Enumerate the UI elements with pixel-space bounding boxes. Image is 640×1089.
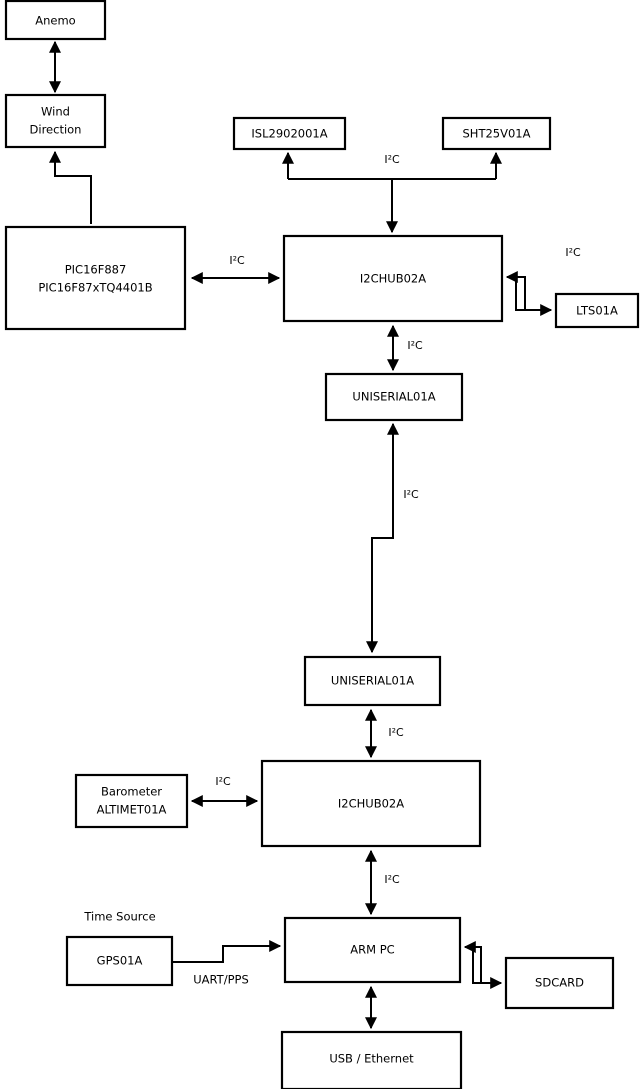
block-uniserial01a-top[interactable]: UNISERIAL01A [324, 372, 464, 422]
block-i2chub02a-top[interactable]: I2CHUB02A [282, 234, 504, 323]
block-label-pic-line2: PIC16F87xTQ4401B [38, 281, 152, 295]
block-label-usbeth: USB / Ethernet [329, 1052, 414, 1066]
block-sht25v01a[interactable]: SHT25V01A [441, 116, 552, 151]
edge-labels-layer: I²C I²C I²C I²C I²C I²C I²C I²C [215, 153, 581, 886]
connector-uni2-uni1 [366, 422, 399, 654]
blocks-layer: Anemo Wind Direction PIC16F887 PIC16F87x… [4, 0, 640, 1089]
block-label-anemo: Anemo [35, 14, 75, 28]
block-label-hub1: I2CHUB02A [360, 272, 426, 286]
block-label-baro-line2: ALTIMET01A [97, 803, 167, 817]
block-i2chub02a-bottom[interactable]: I2CHUB02A [260, 759, 482, 848]
block-label-sdcard: SDCARD [535, 976, 584, 990]
connections-layer [49, 40, 553, 1030]
block-usb-ethernet[interactable]: USB / Ethernet [280, 1030, 463, 1089]
block-lts01a[interactable]: LTS01A [554, 292, 640, 329]
free-labels-layer: Time Source UART/PPS [83, 910, 248, 987]
block-label-uni2: UNISERIAL01A [331, 674, 414, 688]
block-label-gps: GPS01A [97, 954, 143, 968]
label-uart-pps: UART/PPS [193, 973, 249, 987]
connector-pic-wind [49, 150, 92, 224]
connector-hub1-lts [507, 276, 553, 316]
edge-label-i2c-hub2-arm: I²C [384, 873, 400, 886]
block-arm-pc[interactable]: ARM PC [283, 916, 462, 984]
block-label-baro-line1: Barometer [101, 785, 162, 799]
edge-label-i2c-top-bus: I²C [384, 153, 400, 166]
block-wind-direction[interactable]: Wind Direction [4, 93, 107, 149]
block-isl2902001a[interactable]: ISL2902001A [232, 116, 347, 151]
block-uniserial01a-bottom[interactable]: UNISERIAL01A [303, 655, 442, 707]
block-label-wind-line1: Wind [41, 105, 70, 119]
edge-label-i2c-uni2-hub2: I²C [388, 726, 404, 739]
edge-label-i2c-baro-hub2: I²C [215, 775, 231, 788]
connector-armpc-sdcard [465, 946, 503, 989]
block-anemo[interactable]: Anemo [4, 0, 107, 41]
block-label-wind-line2: Direction [30, 123, 82, 137]
block-barometer[interactable]: Barometer ALTIMET01A [74, 773, 189, 829]
block-label-lts: LTS01A [576, 304, 618, 318]
edge-label-i2c-pic-hub: I²C [229, 254, 245, 267]
edge-label-i2c-hub-lts: I²C [565, 246, 581, 259]
block-sdcard[interactable]: SDCARD [504, 956, 615, 1010]
block-label-sht: SHT25V01A [463, 127, 531, 141]
block-label-pic-line1: PIC16F887 [65, 263, 127, 277]
block-gps01a[interactable]: GPS01A [65, 935, 174, 987]
block-label-isl: ISL2902001A [251, 127, 327, 141]
edge-label-i2c-hub-uni1: I²C [407, 339, 423, 352]
block-label-uni1: UNISERIAL01A [352, 390, 435, 404]
block-pic-mcu[interactable]: PIC16F887 PIC16F87xTQ4401B [4, 225, 187, 331]
block-label-hub2: I2CHUB02A [338, 797, 404, 811]
label-time-source: Time Source [83, 910, 155, 924]
edge-label-i2c-uni1-uni2: I²C [403, 488, 419, 501]
block-label-armpc: ARM PC [350, 943, 394, 957]
connector-gps-armpc [172, 940, 282, 963]
